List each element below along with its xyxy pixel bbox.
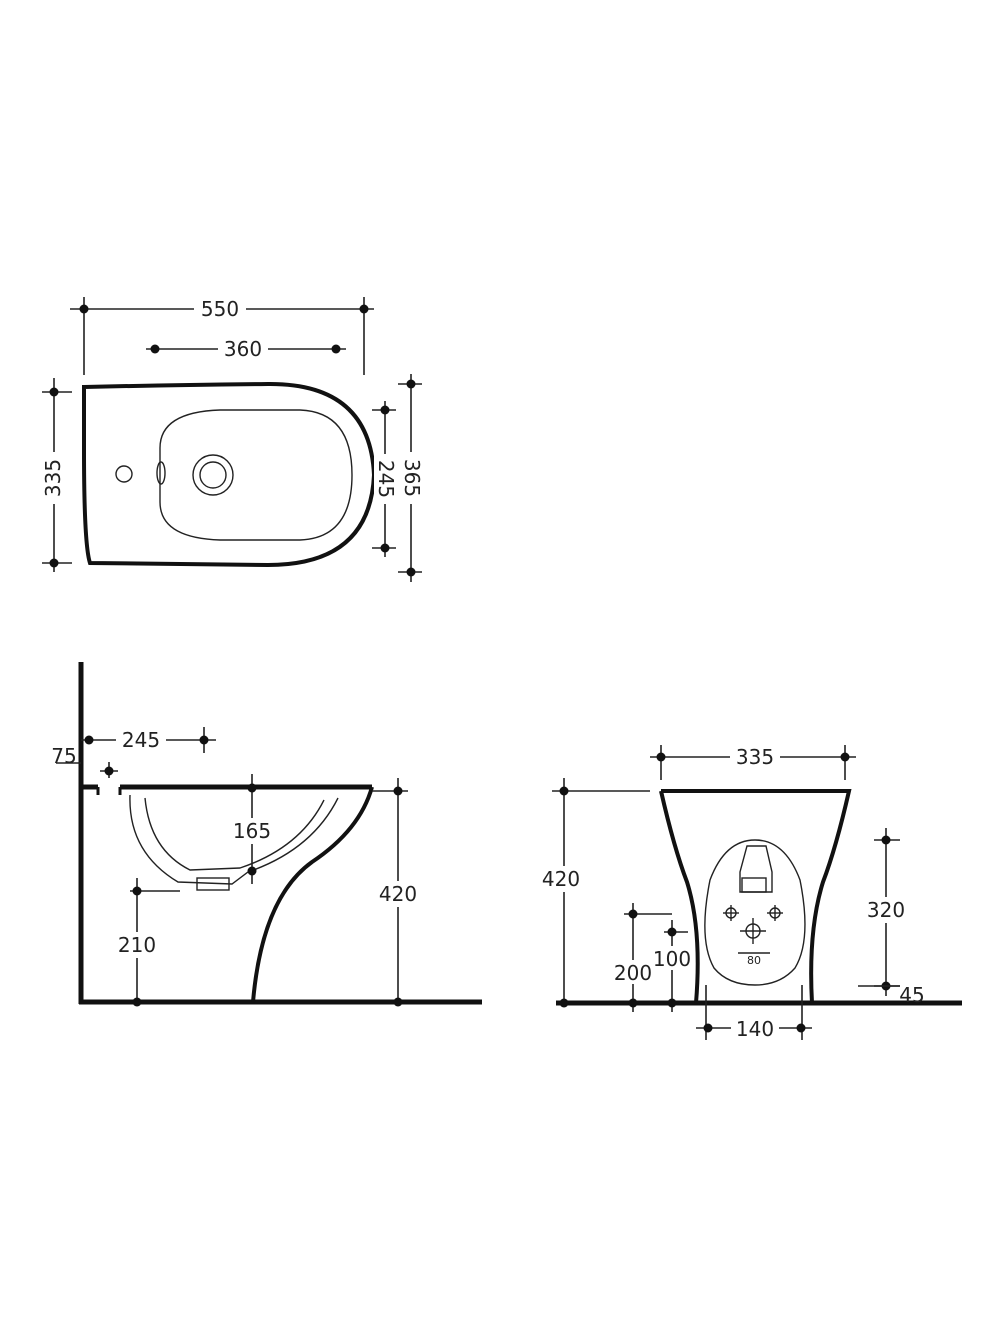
dim-45-label: 45 xyxy=(899,983,924,1007)
dim-140-label: 140 xyxy=(736,1017,774,1041)
top-view-outline xyxy=(82,381,377,568)
dim-165-label: 165 xyxy=(233,819,271,843)
fixing-left-icon xyxy=(723,905,739,921)
dim-245-label: 245 xyxy=(374,460,398,498)
rear-opening xyxy=(704,839,806,986)
dim-420-side-label: 420 xyxy=(379,882,417,906)
dim-335-left-label: 335 xyxy=(41,459,65,497)
tap-hole-icon xyxy=(115,465,133,483)
front-body-outline xyxy=(659,789,852,1004)
fixing-right-icon xyxy=(767,905,783,921)
dim-80-label: 80 xyxy=(747,954,761,967)
dim-200-label: 200 xyxy=(614,961,652,985)
dim-360-label: 360 xyxy=(224,337,262,361)
dim-75-label: 75 xyxy=(51,744,76,768)
outlet-center-icon xyxy=(740,918,766,944)
dim-320-label: 320 xyxy=(867,898,905,922)
drain-outer-icon xyxy=(192,454,234,496)
side-view: 75 245 165 420 210 xyxy=(51,662,482,1007)
overflow-icon xyxy=(156,461,166,485)
drain-inner-icon xyxy=(199,461,227,489)
dim-335-front-label: 335 xyxy=(736,745,774,769)
dim-365-label: 365 xyxy=(400,459,424,497)
dim-245-side-label: 245 xyxy=(122,728,160,752)
top-view-bowl xyxy=(159,409,353,541)
dim-420-front-label: 420 xyxy=(542,867,580,891)
side-body-outline xyxy=(251,786,374,1003)
top-view: 550 360 335 245 365 xyxy=(41,296,424,582)
dim-550-label: 550 xyxy=(201,297,239,321)
front-view: 80 335 420 320 45 200 xyxy=(538,744,962,1042)
dim-100-label: 100 xyxy=(653,947,691,971)
dim-210-label: 210 xyxy=(118,933,156,957)
